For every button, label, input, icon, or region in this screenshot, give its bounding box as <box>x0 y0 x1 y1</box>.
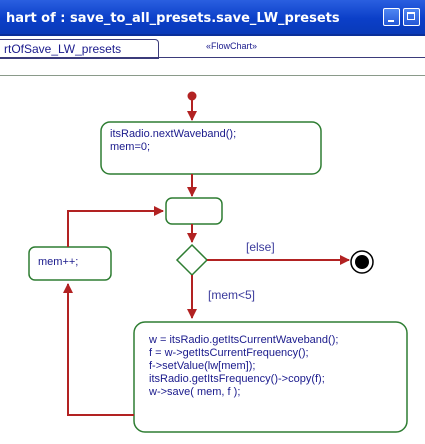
action-increment-line: mem++; <box>38 256 79 268</box>
maximize-icon <box>407 12 415 20</box>
minimize-icon <box>388 20 394 22</box>
maximize-button[interactable] <box>403 8 420 26</box>
action-init-text: itsRadio.nextWaveband(); mem=0; <box>110 128 236 154</box>
action-body-line: f = w->getItsCurrentFrequency(); <box>149 347 309 359</box>
action-init-line: mem=0; <box>110 141 151 153</box>
action-init-node[interactable] <box>100 121 322 175</box>
merge-node[interactable] <box>165 197 223 225</box>
action-increment-text: mem++; <box>38 256 78 269</box>
decision-node[interactable] <box>175 243 209 277</box>
action-init-line: itsRadio.nextWaveband(); <box>110 128 237 140</box>
action-body-line: w = itsRadio.getItsCurrentWaveband(); <box>149 334 339 346</box>
action-body-text: w = itsRadio.getItsCurrentWaveband(); f … <box>149 334 338 399</box>
action-body-line: w->save( mem, f ); <box>149 386 241 398</box>
action-body-line: f->setValue(lw[mem]); <box>149 360 256 372</box>
diagram-tab-bar: rtOfSave_LW_presets «FlowChart» <box>0 36 425 76</box>
diagram-tab[interactable]: rtOfSave_LW_presets <box>0 39 159 59</box>
guard-loop-label: [mem<5] <box>208 288 256 302</box>
minimize-button[interactable] <box>383 8 400 26</box>
action-increment-node[interactable] <box>28 246 112 281</box>
window-titlebar[interactable]: hart of : save_to_all_presets.save_LW_pr… <box>0 0 425 36</box>
flowchart-stereotype: «FlowChart» <box>206 41 258 51</box>
action-body-node[interactable] <box>133 321 408 433</box>
action-body-line: itsRadio.getItsFrequency()->copy(f); <box>149 373 325 385</box>
guard-else-label: [else] <box>246 240 275 254</box>
edge-increment-to-merge[interactable] <box>67 206 164 247</box>
initial-node[interactable] <box>187 91 197 101</box>
diagram-tab-label: rtOfSave_LW_presets <box>4 42 122 56</box>
window-title: hart of : save_to_all_presets.save_LW_pr… <box>6 11 340 26</box>
edge-body-to-increment[interactable] <box>63 283 134 416</box>
tab-divider <box>0 57 425 58</box>
final-node-core <box>355 255 369 269</box>
canvas-border <box>0 75 425 76</box>
